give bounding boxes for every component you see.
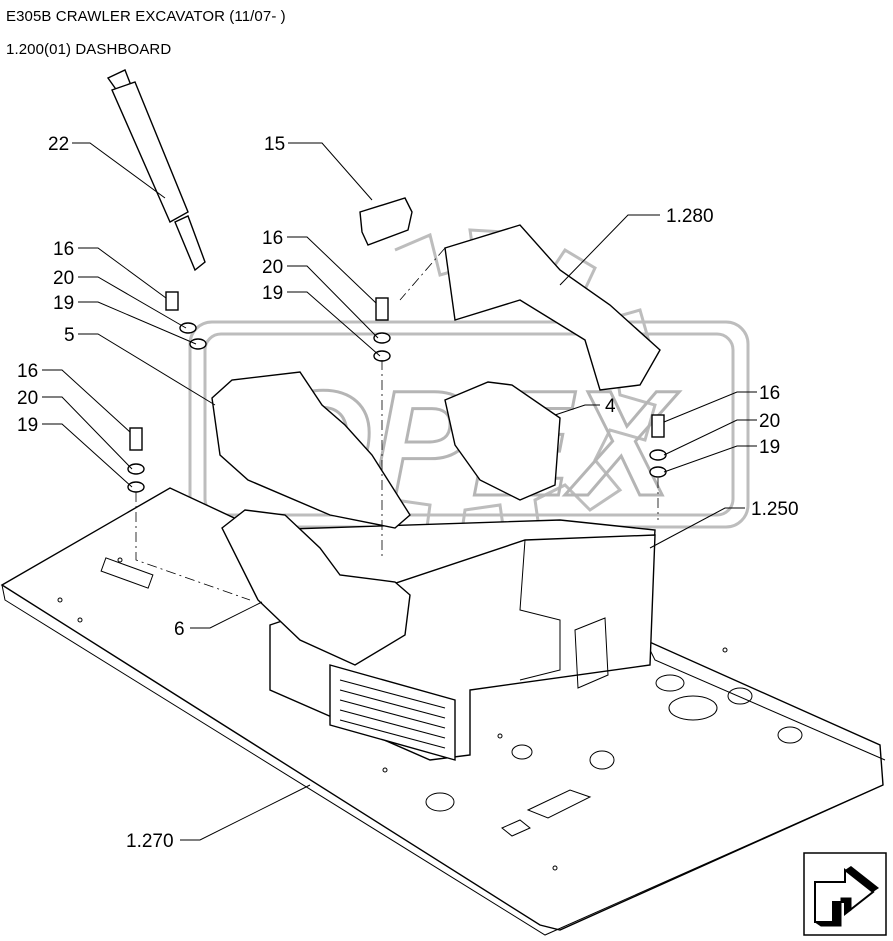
callout-19b: 19 <box>262 283 283 304</box>
callout-16c: 16 <box>17 361 38 382</box>
callout-4: 4 <box>605 396 616 417</box>
hardware-group-b <box>373 297 391 362</box>
hardware-group-c <box>127 427 145 493</box>
callout-6: 6 <box>174 619 185 640</box>
callout-20a: 20 <box>53 268 74 289</box>
callout-22: 22 <box>48 134 69 155</box>
forward-arrow-icon[interactable] <box>803 852 887 936</box>
callout-16d: 16 <box>759 383 780 404</box>
hardware-group-a <box>165 291 207 350</box>
callout-1250: 1.250 <box>751 499 799 520</box>
callout-20c: 20 <box>17 388 38 409</box>
rear-cover-1280 <box>444 224 661 391</box>
leader-lines <box>42 142 757 841</box>
section-title: 1.200(01) DASHBOARD <box>6 41 172 58</box>
callouts: 22 15 1.280 16 20 19 16 20 19 5 16 20 19… <box>17 134 799 852</box>
callout-20b: 20 <box>262 257 283 278</box>
cover-4 <box>444 381 561 501</box>
gas-spring-22 <box>106 69 206 272</box>
console-base-1250 <box>269 534 656 761</box>
center-lines <box>135 247 659 601</box>
model-title: E305B CRAWLER EXCAVATOR (11/07- ) <box>6 8 286 25</box>
callout-1280: 1.280 <box>666 206 714 227</box>
hardware-group-d <box>649 414 667 478</box>
callout-19c: 19 <box>17 415 38 436</box>
callout-20d: 20 <box>759 411 780 432</box>
callout-1270: 1.270 <box>126 831 174 852</box>
vent-grille <box>329 664 456 761</box>
knob-15 <box>359 197 413 246</box>
cover-5 <box>211 371 411 529</box>
callout-5: 5 <box>64 325 75 346</box>
callout-19a: 19 <box>53 293 74 314</box>
callout-19d: 19 <box>759 437 780 458</box>
callout-16a: 16 <box>53 239 74 260</box>
callout-15: 15 <box>264 134 285 155</box>
cover-6 <box>221 509 411 666</box>
callout-16b: 16 <box>262 228 283 249</box>
